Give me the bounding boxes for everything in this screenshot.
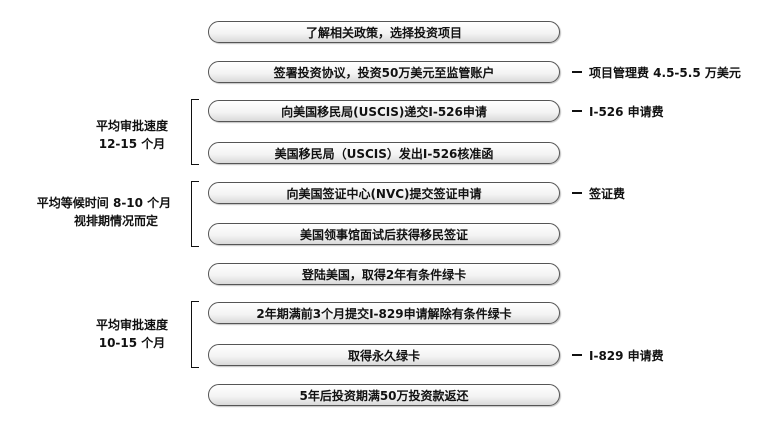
step-10: 5年后投资期满50万投资款返还 — [208, 384, 560, 406]
step-10-label: 5年后投资期满50万投资款返还 — [299, 388, 469, 403]
step-3-label: 向美国移民局(USCIS)递交I-526申请 — [281, 104, 487, 119]
side-note-line: 平均审批速度 — [95, 318, 168, 332]
step-4: 美国移民局（USCIS）发出I-526核准函 — [208, 142, 560, 164]
fee-visa-label: 签证费 — [589, 186, 626, 201]
step-3: 向美国移民局(USCIS)递交I-526申请 — [208, 100, 560, 122]
dash-marker — [572, 110, 582, 112]
side-note-line: 平均等候时间 8-10 个月 — [36, 196, 172, 210]
step-1: 了解相关政策，选择投资项目 — [208, 21, 560, 43]
step-9: 取得永久绿卡 — [208, 344, 560, 366]
step-1-label: 了解相关政策，选择投资项目 — [305, 25, 462, 40]
fee-project-management: 项目管理费 4.5-5.5 万美元 — [572, 61, 741, 83]
step-5-label: 向美国签证中心(NVC)提交签证申请 — [286, 186, 482, 201]
step-5: 向美国签证中心(NVC)提交签证申请 — [208, 182, 560, 204]
dash-marker — [572, 192, 582, 194]
fee-i829-label: I-829 申请费 — [589, 348, 664, 363]
fee-visa: 签证费 — [572, 182, 625, 204]
side-note-i526-speed: 平均审批速度 12-15 个月 — [82, 117, 182, 153]
bracket-visa — [191, 181, 199, 247]
side-note-line: 10-15 个月 — [98, 336, 166, 350]
dash-marker — [572, 71, 582, 73]
step-6-label: 美国领事馆面试后获得移民签证 — [299, 227, 468, 242]
side-note-visa-wait: 平均等候时间 8-10 个月 视排期情况而定 — [24, 194, 184, 230]
step-7-label: 登陆美国，取得2年有条件绿卡 — [301, 267, 467, 282]
step-4-label: 美国移民局（USCIS）发出I-526核准函 — [274, 146, 494, 161]
fee-i526-label: I-526 申请费 — [589, 104, 664, 119]
fee-project-management-label: 项目管理费 4.5-5.5 万美元 — [589, 65, 741, 80]
step-7: 登陆美国，取得2年有条件绿卡 — [208, 263, 560, 285]
side-note-i829-speed: 平均审批速度 10-15 个月 — [82, 316, 182, 352]
step-2: 签署投资协议，投资50万美元至监管账户 — [208, 61, 560, 83]
step-9-label: 取得永久绿卡 — [347, 348, 420, 363]
step-2-label: 签署投资协议，投资50万美元至监管账户 — [273, 65, 495, 80]
fee-i526: I-526 申请费 — [572, 100, 664, 122]
step-8: 2年期满前3个月提交I-829申请解除有条件绿卡 — [208, 302, 560, 324]
bracket-i526 — [191, 99, 199, 165]
side-note-line: 12-15 个月 — [98, 137, 166, 151]
fee-i829: I-829 申请费 — [572, 344, 664, 366]
side-note-line: 平均审批速度 — [95, 119, 168, 133]
step-8-label: 2年期满前3个月提交I-829申请解除有条件绿卡 — [256, 306, 512, 321]
side-note-line: 视排期情况而定 — [73, 214, 158, 228]
bracket-i829 — [191, 301, 199, 368]
step-6: 美国领事馆面试后获得移民签证 — [208, 223, 560, 245]
dash-marker — [572, 354, 582, 356]
